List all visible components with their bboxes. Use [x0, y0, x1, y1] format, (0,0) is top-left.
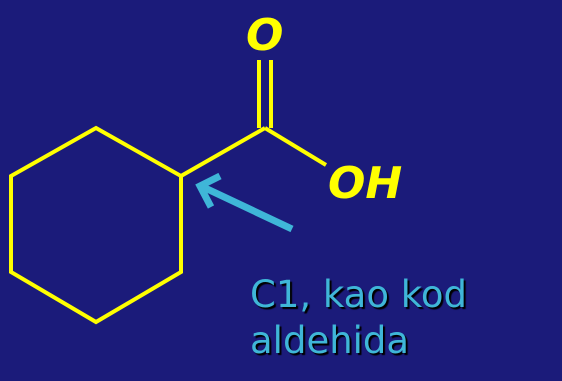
ring-to-carbonyl-bond [180, 126, 266, 178]
hydroxyl-label: OH [328, 158, 402, 209]
annotation-line-1: C1, kao kod [250, 273, 467, 316]
oxygen-label: O [246, 10, 283, 61]
arrow-icon [195, 172, 294, 233]
cyclohexane-ring [9, 125, 183, 325]
hydroxyl-bond [263, 126, 328, 167]
annotation-line-2: aldehida [250, 319, 410, 362]
annotation-text: C1, kao kod aldehida [250, 272, 562, 364]
